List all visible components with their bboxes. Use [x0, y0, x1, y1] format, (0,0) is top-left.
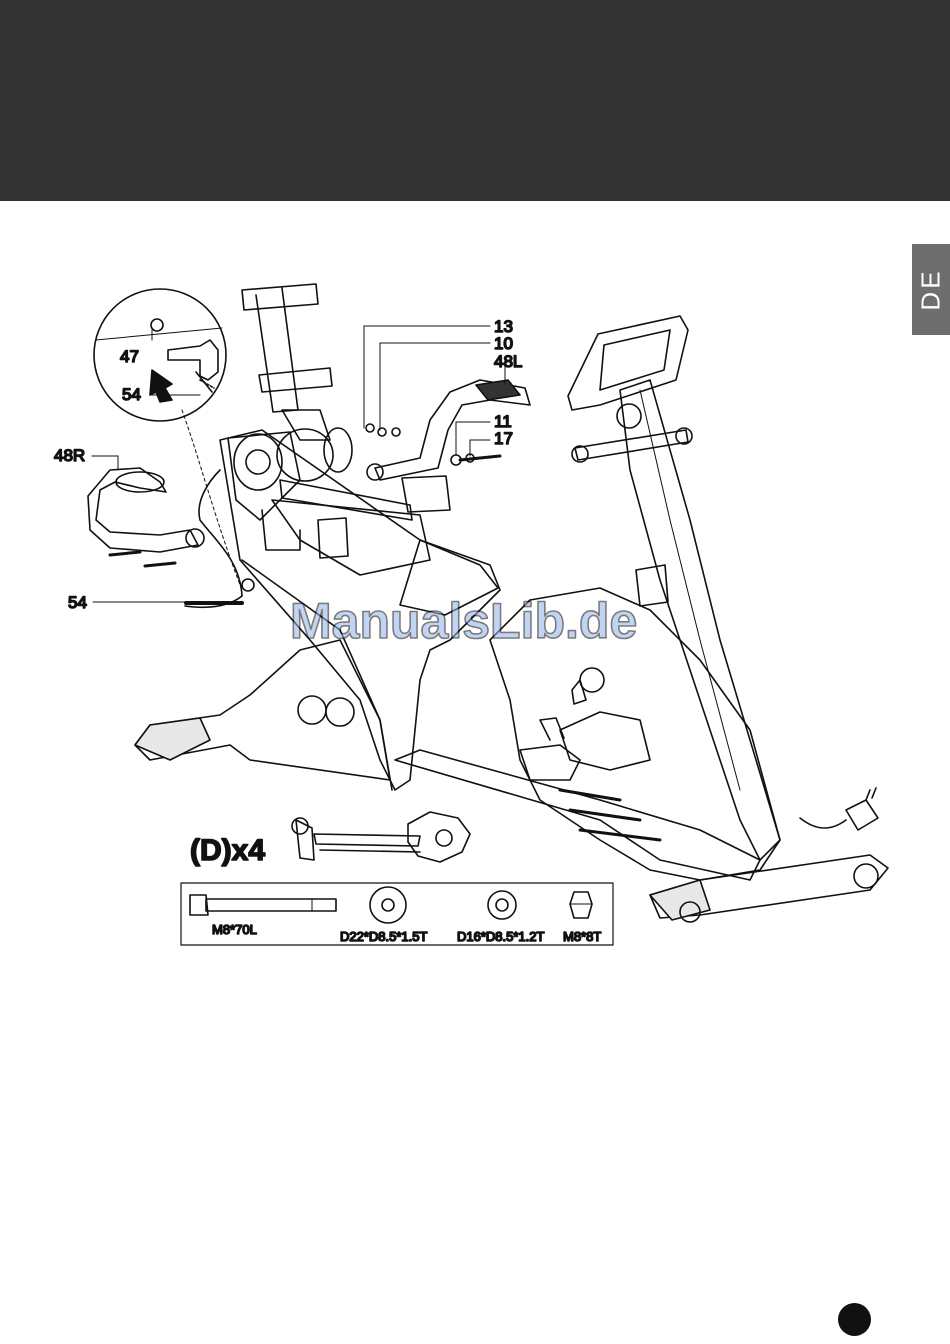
callout-54: 54 — [68, 593, 87, 612]
hardware-washer-small-label: D16*D8.5*1.2T — [457, 929, 544, 944]
callout-47: 47 — [120, 347, 139, 366]
leader-lines — [92, 326, 505, 602]
hardware-nut-label: M8*8T — [563, 929, 601, 944]
tool-allen-wrench — [292, 812, 470, 862]
tool-quantity-label: (D)x4 — [190, 834, 265, 867]
callout-48L: 48L — [494, 352, 522, 371]
callout-17: 17 — [494, 429, 513, 448]
hardware-bolt-label: M8*70L — [212, 922, 257, 937]
callout-54-detail: 54 — [122, 385, 141, 404]
watermark: ManualsLib.de — [290, 593, 637, 649]
callout-10: 10 — [494, 334, 513, 353]
detail-inset — [94, 289, 226, 421]
handlebar-48R — [88, 468, 204, 552]
power-adapter — [800, 788, 878, 830]
callout-48R: 48R — [54, 446, 85, 465]
page-number-badge — [838, 1303, 871, 1336]
hardware-washer-large-label: D22*D8.5*1.5T — [340, 929, 427, 944]
fasteners — [110, 424, 500, 566]
